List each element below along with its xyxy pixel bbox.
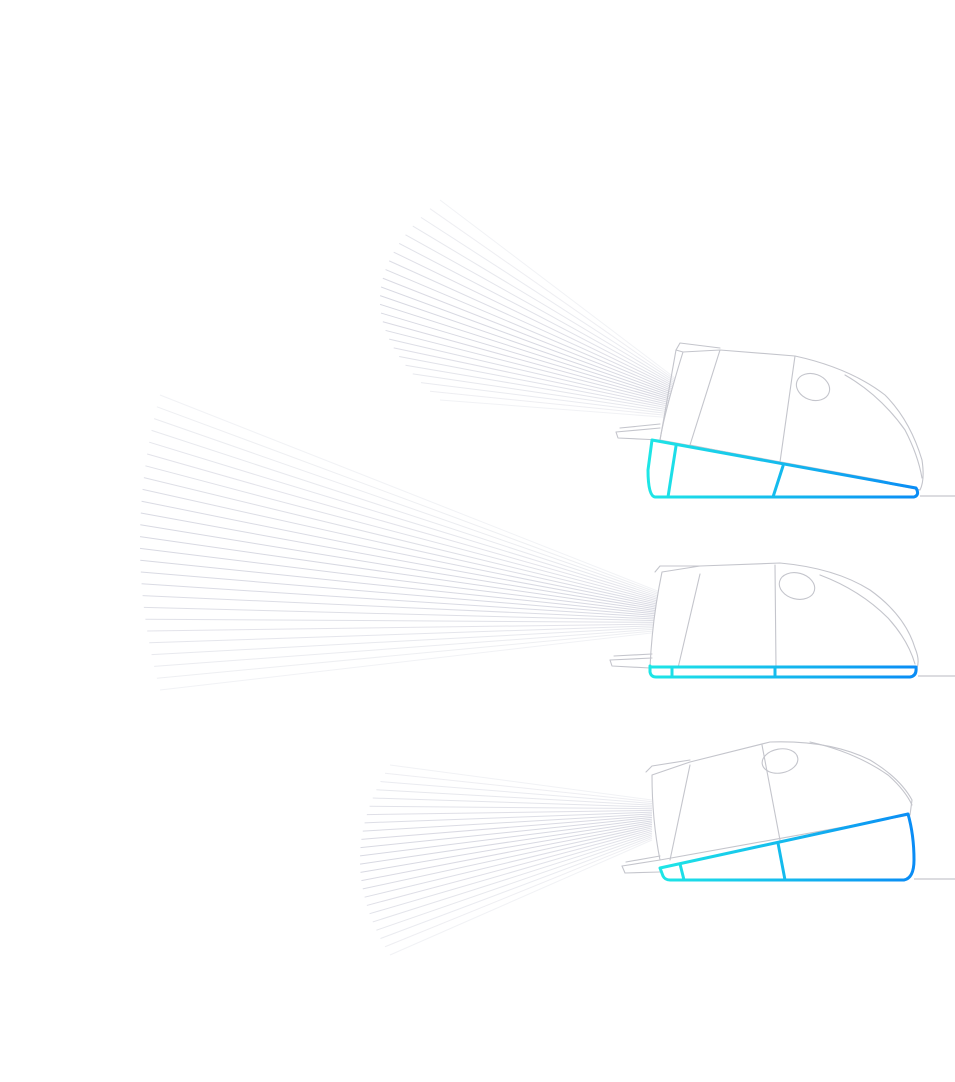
light-ray [139,547,661,614]
light-ray [149,441,661,599]
light-ray [376,834,653,931]
light-ray [140,524,661,611]
light-ray [369,805,653,810]
light-ray [412,373,676,414]
light-ray [389,338,676,407]
light-ray [382,321,676,403]
light-ray [379,303,676,400]
mouse-top [615,342,955,499]
light-ray [384,772,653,803]
light-ray [439,199,676,379]
light-ray [140,512,661,609]
light-ray [140,571,661,617]
light-ray [369,830,653,915]
light-ray [385,329,676,405]
light-ray [412,225,676,384]
light-ray [364,827,653,898]
light-ray [159,631,661,691]
light-ray [154,628,661,667]
light-ray [147,453,661,601]
light-ray [405,234,676,386]
light-ray [385,269,676,393]
rays-bottom [359,764,653,956]
light-ray [139,536,661,612]
light-ray [389,764,653,801]
light-ray [143,606,661,622]
light-ray [142,488,661,606]
light-ray [151,626,661,656]
light-ray [153,418,661,596]
light-ray [142,595,661,620]
light-ray [382,277,676,395]
light-ray [420,382,676,416]
base-top [646,438,920,499]
light-ray [359,818,653,857]
base-bottom [658,812,916,882]
light-ray [429,390,676,417]
light-ray [361,823,653,882]
light-ray [366,809,653,816]
light-ray [359,820,653,865]
light-ray [380,312,676,402]
light-ray [372,832,653,923]
light-ray [145,618,661,623]
light-ray [380,781,653,804]
mouse-middle [609,562,955,679]
light-ray [393,347,676,409]
light-ray [151,429,661,598]
light-ray [405,364,676,412]
light-ray [439,399,676,419]
light-ray [149,625,661,644]
light-ray [429,208,676,381]
light-ray [379,295,676,398]
light-ray [145,465,661,603]
light-ray [389,839,653,956]
light-ray [388,260,676,391]
light-ray [398,243,676,388]
light-ray [399,356,676,410]
light-ray [384,837,653,948]
rays-middle [139,394,661,691]
rays-top [379,199,676,419]
light-ray [147,623,661,632]
light-ray [143,477,661,604]
light-ray [361,815,653,840]
mouse-bottom [621,741,955,882]
light-ray [420,216,676,382]
light-ray [140,559,661,615]
base-middle [648,664,918,679]
light-ray [364,811,653,824]
light-ray [376,789,653,806]
light-ray [156,406,661,595]
light-ray [366,829,653,906]
light-ray [141,583,661,619]
light-ray [360,822,653,873]
light-ray [380,836,653,939]
light-ray [380,286,676,396]
light-ray [362,825,653,890]
light-ray [360,816,653,849]
light-ray [362,813,653,832]
light-ray [156,629,661,679]
light-ray [141,500,661,607]
light-ray [372,797,653,808]
light-ray [159,394,661,593]
light-ray [393,251,676,389]
